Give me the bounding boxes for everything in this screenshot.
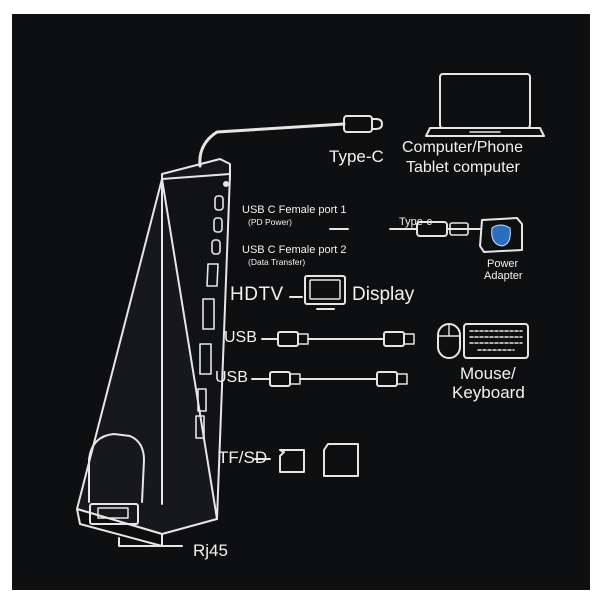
keyboard-icon [463, 323, 529, 359]
tf-sd-label: TF/SD [218, 448, 268, 467]
type-c-label: Type-C [329, 147, 384, 166]
usb-label-1: USB [224, 329, 257, 346]
hdtv-label: HDTV [230, 284, 284, 305]
port1-label: USB C Female port 1 [242, 204, 347, 216]
hub-device [76, 158, 231, 547]
power-cable [329, 221, 481, 237]
computer-label-line2: Tablet computer [406, 159, 520, 176]
port2-sub-label: (Data Transfer) [248, 257, 306, 267]
rj45-label: Rj45 [193, 541, 228, 560]
rj45-leader [118, 537, 183, 547]
port1-sub-label: (PD Power) [248, 217, 292, 227]
type-c-plug-icon [343, 115, 373, 133]
power-label-line2: Adapter [484, 270, 523, 282]
display-label: Display [352, 284, 415, 305]
usb-cable-icon [261, 331, 415, 347]
computer-label-line1: Computer/Phone [402, 139, 523, 156]
diagram-art [76, 73, 545, 547]
mouse-label: Mouse/ [460, 364, 516, 383]
mouse-icon [437, 323, 461, 359]
keyboard-label: Keyboard [452, 383, 525, 402]
power-adapter-icon [479, 217, 523, 253]
sd-card-icon [323, 443, 359, 477]
power-label-line1: Power [487, 258, 519, 270]
cable-type-c-label: Type-c [399, 216, 433, 228]
usb-cable-icon [251, 371, 408, 387]
tf-card-icon [279, 449, 305, 473]
monitor-icon [304, 275, 346, 310]
input-cable [198, 115, 383, 168]
port2-label: USB C Female port 2 [242, 244, 347, 256]
diagram-frame: Type-C Computer/Phone Tablet computer US… [12, 14, 590, 590]
laptop-icon [425, 73, 545, 137]
usb-label-2: USB [215, 369, 248, 386]
